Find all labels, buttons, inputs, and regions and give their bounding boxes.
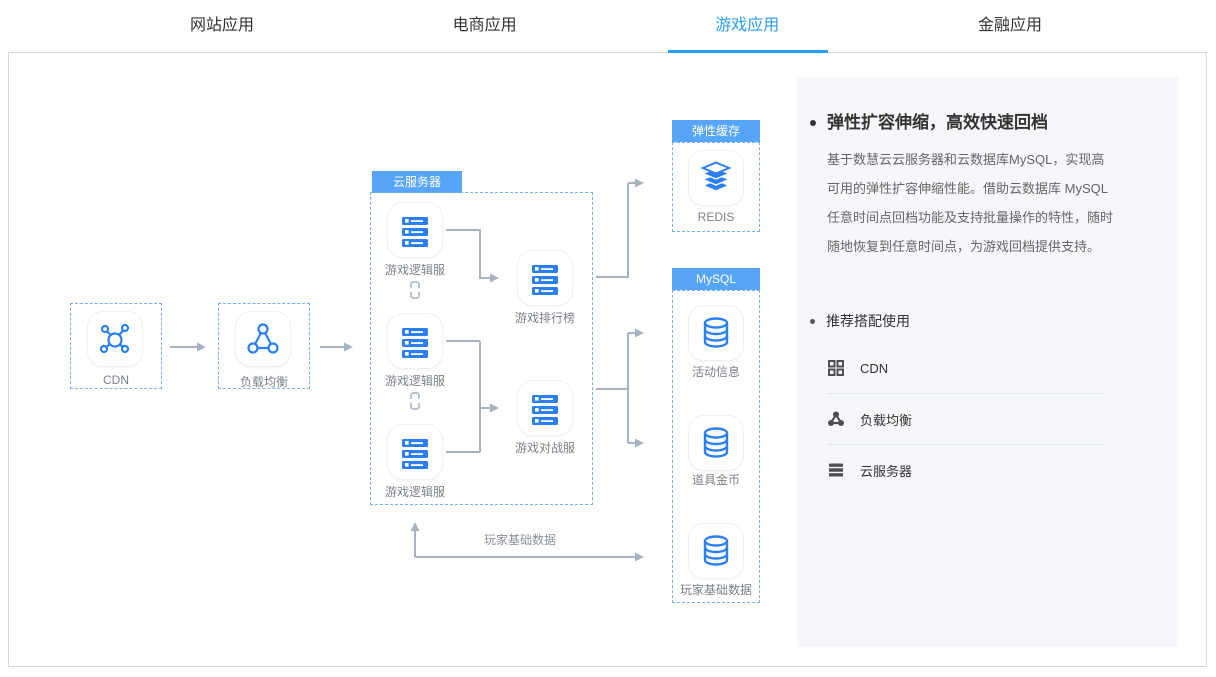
info-panel: 弹性扩容伸缩，高效快速回档 基于数慧云云服务器和云数据库MySQL，实现高可用的… bbox=[797, 77, 1178, 647]
rank-server-label: 游戏排行榜 bbox=[514, 311, 575, 325]
cloud-server-icon bbox=[827, 461, 845, 479]
cdn-grid-icon bbox=[827, 359, 845, 377]
db-activity-label: 活动信息 bbox=[691, 365, 740, 379]
mysql-group-header: MySQL bbox=[672, 268, 760, 290]
logic-server-label-3: 游戏逻辑服 bbox=[384, 485, 445, 499]
feature-description: 基于数慧云云服务器和云数据库MySQL，实现高可用的弹性扩容伸缩性能。借助云数据… bbox=[827, 152, 1114, 254]
redis-node-card bbox=[688, 150, 744, 206]
db-playerdata-card bbox=[688, 523, 744, 579]
feature-title: 弹性扩容伸缩，高效快速回档 bbox=[827, 113, 1048, 132]
battle-server-label: 游戏对战服 bbox=[514, 441, 575, 455]
solution-tabs: 网站应用 电商应用 游戏应用 金融应用 bbox=[142, 0, 1090, 52]
battle-server-card bbox=[517, 380, 573, 436]
recommend-list: CDN 负载均衡 云服务器 bbox=[827, 343, 1104, 495]
cdn-network-icon bbox=[99, 323, 130, 354]
recommend-item-label: 负载均衡 bbox=[860, 412, 913, 428]
logic-server-card-2 bbox=[387, 313, 443, 369]
bullet-icon bbox=[810, 319, 815, 324]
chain-link-icon bbox=[408, 391, 422, 416]
db-items-card bbox=[688, 415, 744, 471]
clb-node-label: 负载均衡 bbox=[239, 375, 288, 389]
recommend-item-label: CDN bbox=[860, 360, 889, 376]
feedback-flow-label: 玩家基础数据 bbox=[483, 533, 556, 547]
recommend-heading-row: 推荐搭配使用 bbox=[810, 311, 1142, 331]
clb-node-box: 负载均衡 bbox=[218, 303, 310, 389]
tab-website[interactable]: 网站应用 bbox=[189, 17, 254, 34]
cdn-node-label: CDN bbox=[103, 373, 129, 387]
server-icon bbox=[402, 217, 428, 247]
load-balancer-icon bbox=[827, 410, 845, 428]
list-divider bbox=[827, 444, 1104, 445]
server-icon bbox=[532, 395, 558, 425]
load-balancer-icon bbox=[247, 323, 279, 354]
server-icon bbox=[402, 328, 428, 358]
mysql-group-box bbox=[672, 290, 760, 603]
cache-group-box bbox=[672, 142, 760, 232]
db-activity-card bbox=[688, 305, 744, 361]
cvm-group-box bbox=[370, 192, 593, 505]
active-tab-underline bbox=[668, 50, 828, 53]
server-icon bbox=[532, 265, 558, 295]
cvm-group-header: 云服务器 bbox=[372, 171, 462, 193]
chain-link-icon bbox=[408, 280, 422, 305]
redis-layers-icon bbox=[700, 161, 732, 192]
cdn-node-card bbox=[87, 311, 143, 367]
cache-group-header: 弹性缓存 bbox=[672, 120, 760, 142]
cdn-node-box: CDN bbox=[70, 303, 162, 389]
list-divider bbox=[827, 393, 1104, 394]
tab-finance[interactable]: 金融应用 bbox=[977, 17, 1042, 34]
recommend-title: 推荐搭配使用 bbox=[826, 313, 910, 329]
logic-server-label-2: 游戏逻辑服 bbox=[384, 374, 445, 388]
db-items-label: 道具金币 bbox=[691, 473, 740, 487]
logic-server-label-1: 游戏逻辑服 bbox=[384, 263, 445, 277]
db-playerdata-label: 玩家基础数据 bbox=[679, 583, 752, 597]
logic-server-card-3 bbox=[387, 424, 443, 480]
recommend-item-cvm[interactable]: 云服务器 bbox=[827, 445, 1104, 495]
feature-heading-row: 弹性扩容伸缩，高效快速回档 bbox=[810, 111, 1142, 135]
recommend-item-clb[interactable]: 负载均衡 bbox=[827, 394, 1104, 444]
rank-server-card bbox=[517, 250, 573, 306]
database-icon bbox=[703, 317, 729, 348]
bullet-icon bbox=[810, 120, 816, 126]
logic-server-card-1 bbox=[387, 202, 443, 258]
database-icon bbox=[703, 535, 729, 566]
server-icon bbox=[402, 439, 428, 469]
clb-node-card bbox=[235, 311, 291, 367]
tab-game[interactable]: 游戏应用 bbox=[715, 17, 780, 34]
recommend-item-label: 云服务器 bbox=[860, 463, 913, 479]
recommend-item-cdn[interactable]: CDN bbox=[827, 343, 1104, 393]
database-icon bbox=[703, 427, 729, 458]
tab-ecommerce[interactable]: 电商应用 bbox=[452, 17, 517, 34]
redis-node-label: REDIS bbox=[697, 210, 735, 224]
